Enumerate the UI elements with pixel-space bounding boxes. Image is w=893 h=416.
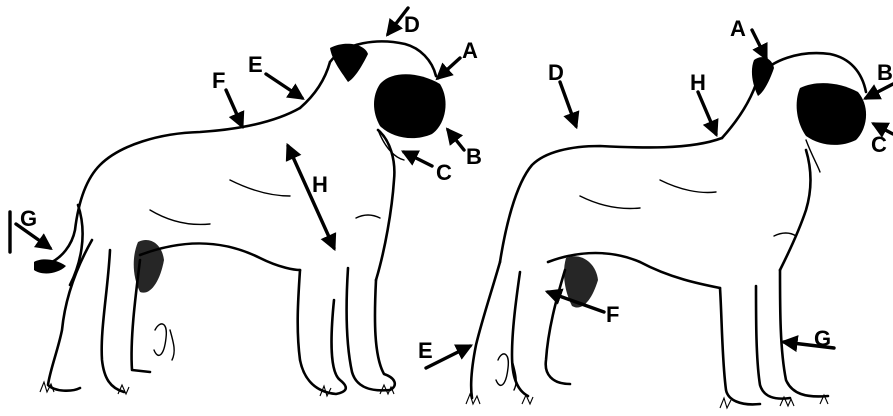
right-label-b: B — [877, 60, 893, 85]
right-label-f: F — [606, 302, 619, 327]
right-label-c: C — [871, 132, 887, 157]
left-label-g: G — [20, 206, 37, 231]
left-label-d: D — [404, 12, 420, 37]
right-label-e: E — [418, 338, 433, 363]
left-label-a: A — [462, 38, 478, 63]
left-label-f: F — [212, 68, 225, 93]
right-label-g: G — [814, 326, 831, 351]
right-dog-labels: A B C D E F G H — [418, 16, 893, 363]
left-label-c: C — [436, 160, 452, 185]
right-label-d: D — [548, 60, 564, 85]
left-dog-illustration — [34, 41, 446, 396]
left-label-b: B — [466, 144, 482, 169]
right-dog-illustration — [466, 53, 866, 408]
right-label-a: A — [730, 16, 746, 41]
right-dog-arrows — [426, 30, 893, 368]
left-label-h: H — [312, 172, 328, 197]
right-label-h: H — [690, 70, 706, 95]
left-label-e: E — [248, 52, 263, 77]
